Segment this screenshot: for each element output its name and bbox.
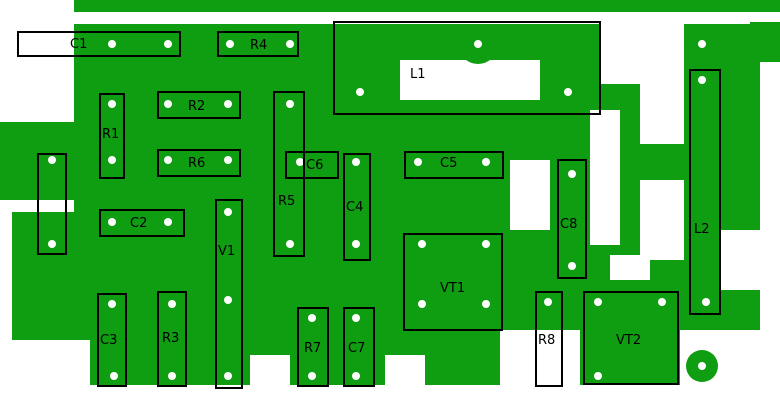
- label-c3: C3: [100, 333, 117, 348]
- drill-hole: [352, 314, 360, 322]
- drill-hole: [352, 372, 360, 380]
- drill-hole: [108, 300, 116, 308]
- label-r1: R1: [102, 127, 119, 142]
- drill-hole: [482, 240, 490, 248]
- label-c2: C2: [130, 216, 147, 231]
- outline-c7: [343, 307, 375, 387]
- drill-hole: [308, 372, 316, 380]
- drill-hole: [482, 158, 490, 166]
- drill-hole: [286, 40, 294, 48]
- label-r4: R4: [250, 38, 267, 53]
- outline-r6: [157, 149, 241, 177]
- outline-r4: [217, 31, 299, 57]
- drill-hole: [224, 372, 232, 380]
- drill-hole: [482, 300, 490, 308]
- drill-hole: [568, 170, 576, 178]
- label-c4: C4: [346, 200, 363, 215]
- component-outlines: [17, 21, 721, 389]
- label-r3: R3: [162, 331, 179, 346]
- outline-l2: [689, 69, 721, 315]
- label-r7: R7: [304, 341, 321, 356]
- outline-l1: [333, 21, 601, 115]
- drill-hole: [356, 88, 364, 96]
- label-r8: R8: [538, 333, 555, 348]
- label-r5: R5: [278, 194, 295, 209]
- outline-c3: [97, 293, 127, 387]
- drill-hole: [108, 100, 116, 108]
- drill-hole: [168, 372, 176, 380]
- outline-vt1: [403, 233, 503, 331]
- drill-hole: [544, 298, 552, 306]
- outline-r7: [297, 307, 329, 387]
- drill-hole: [224, 296, 232, 304]
- drill-hole: [164, 156, 172, 164]
- drill-hole: [224, 100, 232, 108]
- outline-r1: [99, 93, 125, 179]
- label-c6: C6: [306, 158, 323, 173]
- label-l1: L1: [410, 67, 426, 82]
- drill-hole: [594, 372, 602, 380]
- component-labels: C1 R4 L1 R1 R2 R6 C6 C5 C2 R5 C4 C8 L2 V…: [70, 37, 710, 356]
- drill-hole: [658, 298, 666, 306]
- drill-hole: [544, 372, 552, 380]
- drill-hole: [698, 76, 706, 84]
- drill-hole: [414, 158, 422, 166]
- label-vt2: VT2: [616, 333, 641, 348]
- outline-c1: [17, 31, 181, 57]
- drill-hole: [698, 40, 706, 48]
- drill-hole: [474, 40, 482, 48]
- drill-hole: [352, 240, 360, 248]
- label-c1: C1: [70, 37, 87, 52]
- drill-hole: [296, 158, 304, 166]
- drill-hole: [168, 300, 176, 308]
- drill-hole: [564, 88, 572, 96]
- outline-c2: [99, 209, 185, 237]
- label-c5: C5: [440, 156, 457, 171]
- drill-hole: [108, 218, 116, 226]
- outline-r3: [157, 291, 187, 387]
- outline-r2: [157, 91, 241, 119]
- label-c7: C7: [348, 341, 365, 356]
- drill-hole: [418, 300, 426, 308]
- outline-c4: [343, 153, 371, 261]
- drill-hole: [286, 100, 294, 108]
- drill-hole: [226, 40, 234, 48]
- drill-hole: [48, 240, 56, 248]
- outline-r5: [273, 91, 305, 257]
- drill-hole: [164, 100, 172, 108]
- drill-hole: [108, 40, 116, 48]
- drill-hole: [308, 314, 316, 322]
- outline-v1: [215, 199, 243, 389]
- label-c8: C8: [560, 217, 577, 232]
- label-r2: R2: [188, 99, 205, 114]
- drill-hole: [698, 362, 706, 370]
- label-l2: L2: [694, 222, 710, 237]
- drill-hole: [352, 158, 360, 166]
- outline-r8: [535, 291, 563, 387]
- outline-vt2: [583, 291, 679, 385]
- label-vt1: VT1: [440, 281, 465, 296]
- outline-c6: [285, 151, 339, 179]
- drill-hole: [164, 40, 172, 48]
- drill-hole: [568, 262, 576, 270]
- drill-hole: [224, 208, 232, 216]
- drill-hole: [24, 40, 32, 48]
- drill-hole: [286, 240, 294, 248]
- outline-c8: [557, 159, 587, 279]
- drill-hole: [108, 156, 116, 164]
- drill-hole: [594, 298, 602, 306]
- outline-c5: [404, 151, 504, 179]
- drill-hole: [702, 298, 710, 306]
- drill-hole: [418, 240, 426, 248]
- outline-pad-left: [37, 153, 67, 255]
- label-v1: V1: [218, 244, 235, 259]
- drill-hole: [48, 156, 56, 164]
- drill-hole: [224, 156, 232, 164]
- drill-hole: [110, 372, 118, 380]
- label-r6: R6: [188, 156, 205, 171]
- drill-hole: [164, 218, 172, 226]
